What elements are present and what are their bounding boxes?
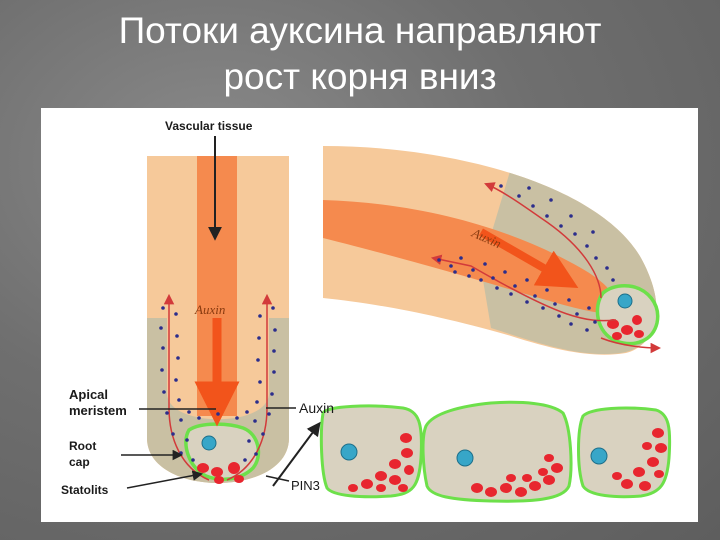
right-flow-arrow (226, 293, 273, 481)
cell-2 (421, 400, 573, 503)
auxin-diagram-svg: Vascular tissue Auxin Auxin Auxin Apical… (61, 119, 672, 503)
apical-label-line1: Apical (69, 387, 108, 402)
vascular-tissue-label: Vascular tissue (165, 119, 253, 133)
apical-label-line2: meristem (69, 403, 127, 418)
title-line-2: рост корня вниз (223, 56, 497, 97)
zoom-pointer-arrow (272, 421, 321, 487)
title-line-1: Потоки ауксина направляют (118, 10, 602, 51)
auxin-side-label: Auxin (299, 400, 334, 416)
nucleus-icon (340, 443, 358, 461)
nucleus-icon (456, 449, 474, 467)
auxin-dots-bent (437, 184, 615, 332)
bent-statolith-group (607, 315, 644, 340)
bent-upper-flow-arrow (484, 182, 602, 299)
cell-1-statoliths (348, 433, 414, 492)
cell-3-statoliths (612, 428, 667, 491)
nucleus-icon (201, 435, 217, 451)
bent-root (323, 146, 662, 355)
straight-root (147, 136, 289, 484)
bent-auxin-arrow (479, 228, 579, 288)
slide-title: Потоки ауксина направляют рост корня вни… (0, 8, 720, 100)
bent-lower-flow-arrow (430, 254, 617, 322)
root-label-line1: Root (69, 439, 96, 453)
statolits-label: Statolits (61, 483, 109, 497)
root-label-line2: cap (69, 455, 90, 469)
cell-2-statoliths (471, 454, 563, 497)
cell-row (272, 400, 672, 503)
auxin-flow-figure: Vascular tissue Auxin Auxin Auxin Apical… (41, 108, 698, 522)
auxin-dots-straight (159, 306, 277, 462)
label-pointers (121, 407, 296, 489)
nucleus-icon (590, 447, 608, 465)
cell-1 (319, 404, 423, 499)
cell-3 (577, 406, 672, 499)
bent-statocyte (595, 284, 660, 346)
bent-tip-arrow (600, 337, 662, 354)
auxin-center-label: Auxin (194, 302, 225, 317)
nucleus-icon (617, 293, 633, 309)
pin3-label: PIN3 (291, 478, 320, 493)
